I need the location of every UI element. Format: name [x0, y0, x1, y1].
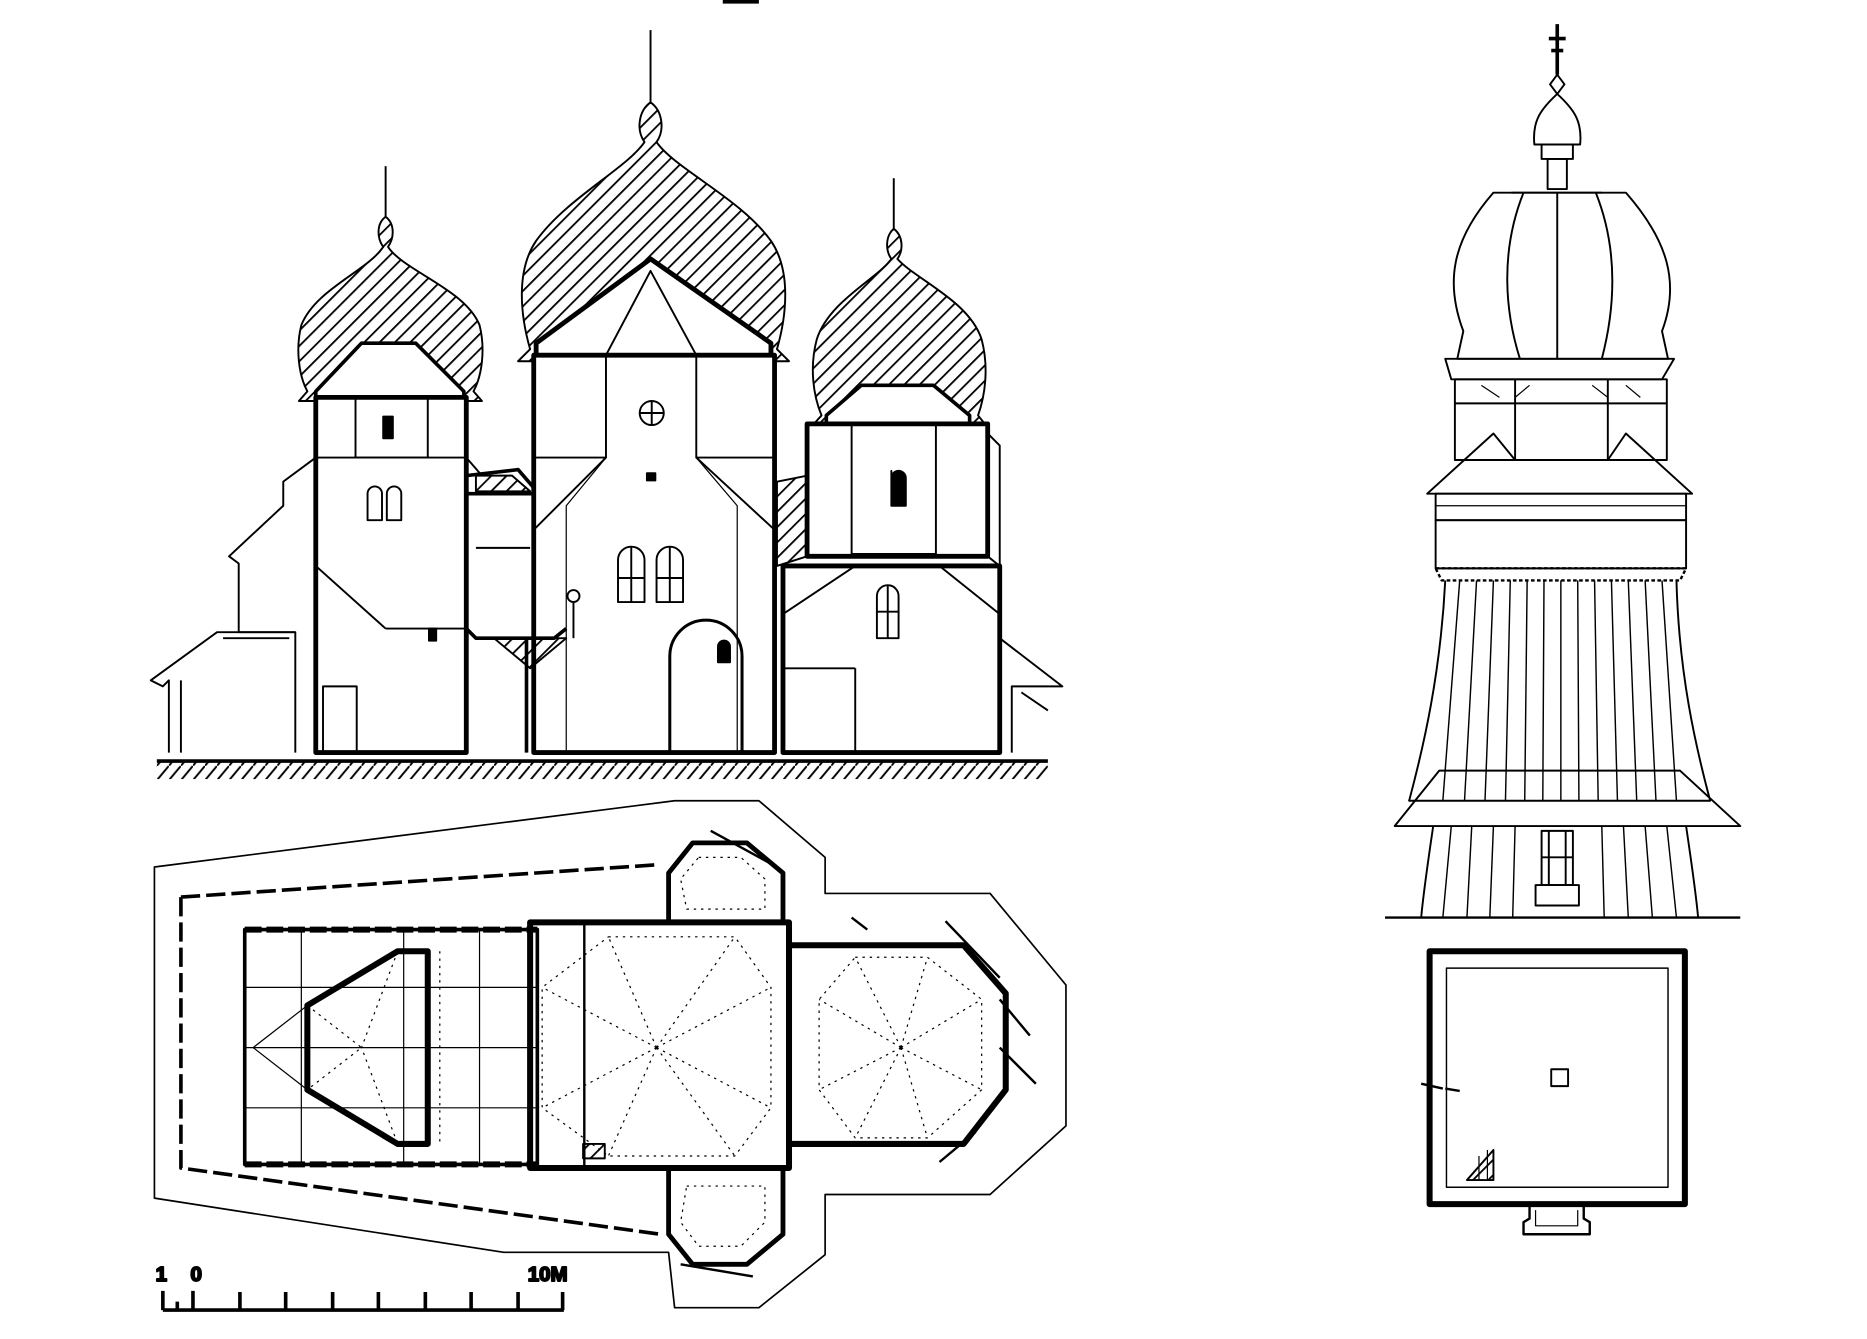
scale-label-1: 1 — [156, 1263, 167, 1286]
scan-mark — [722, 0, 759, 4]
scale-bar: 1 0 10M — [155, 1262, 568, 1312]
church-plan — [153, 799, 1067, 1309]
scale-label-10m: 10M — [528, 1263, 568, 1286]
church-elevation — [149, 30, 1064, 780]
bell-tower-plan — [1420, 948, 1688, 1236]
bell-tower-elevation — [1385, 24, 1742, 919]
scale-label-0: 0 — [191, 1263, 202, 1286]
